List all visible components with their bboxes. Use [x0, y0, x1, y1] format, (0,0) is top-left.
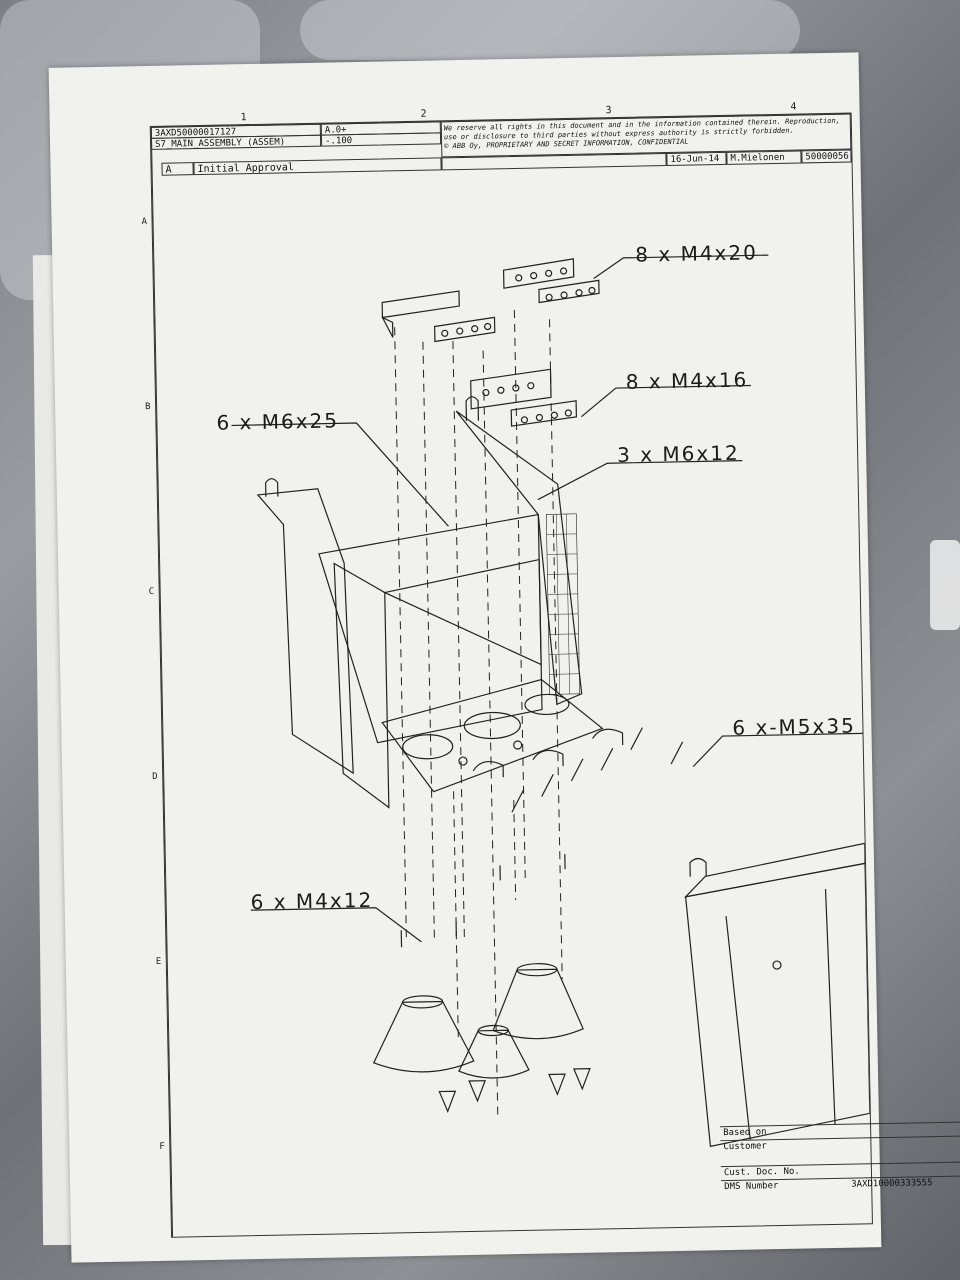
- ventilation-grille: [545, 513, 581, 695]
- drawing-sheet: 1 2 3 4 A B C D E F 3AXD50000017127 S7_M…: [48, 52, 960, 1263]
- column-number: 4: [790, 101, 797, 113]
- mounting-bracket-left: [381, 290, 496, 343]
- front-cover: [683, 842, 871, 1148]
- row-letter: A: [141, 217, 148, 228]
- row-letter: F: [159, 1141, 165, 1152]
- row-letter: D: [152, 771, 158, 783]
- column-number: 2: [420, 108, 427, 120]
- plastic-wrap: [300, 0, 800, 60]
- leader-m4x16: [581, 384, 751, 418]
- column-number: 1: [240, 112, 247, 124]
- callout-m6x25: 6 x M6x25: [216, 408, 340, 435]
- leader-m5x35: [692, 732, 863, 768]
- column-number: 3: [605, 105, 612, 117]
- drawing-frame: 1 2 3 4 A B C D E F 3AXD50000017127 S7_M…: [138, 99, 960, 1238]
- callout-m5x35: 6 x-M5x35: [732, 713, 857, 740]
- callout-m4x16: 8 x M4x16: [625, 367, 749, 394]
- row-letter: E: [155, 956, 162, 967]
- assembly-guide-lines: [394, 309, 563, 1121]
- cable-glands: [372, 963, 591, 1114]
- document-info-block: Based on Customer Cust. Doc. No. DMS Num…: [720, 1121, 960, 1226]
- mounting-bracket-right: [502, 258, 600, 304]
- callout-m4x20: 8 x M4x20: [635, 240, 759, 267]
- callout-m4x12: 6 x M4x12: [250, 887, 374, 915]
- base-plate: [381, 678, 624, 793]
- enclosure-frame: [256, 396, 583, 809]
- row-letter: C: [148, 586, 155, 598]
- row-letter: B: [145, 401, 151, 413]
- plastic-wrap: [930, 540, 960, 630]
- screws: [400, 727, 684, 948]
- dms-value: 3AXD10000333555: [851, 1178, 933, 1190]
- leader-m4x20: [593, 254, 769, 279]
- leader-m6x25: [231, 422, 449, 527]
- callout-m6x12: 3 x M6x12: [616, 440, 740, 468]
- exploded-assembly-drawing: [231, 254, 871, 1148]
- mounting-bracket-middle: [470, 368, 578, 427]
- dms-label: DMS Number: [724, 1181, 779, 1193]
- leader-m6x12: [537, 460, 743, 501]
